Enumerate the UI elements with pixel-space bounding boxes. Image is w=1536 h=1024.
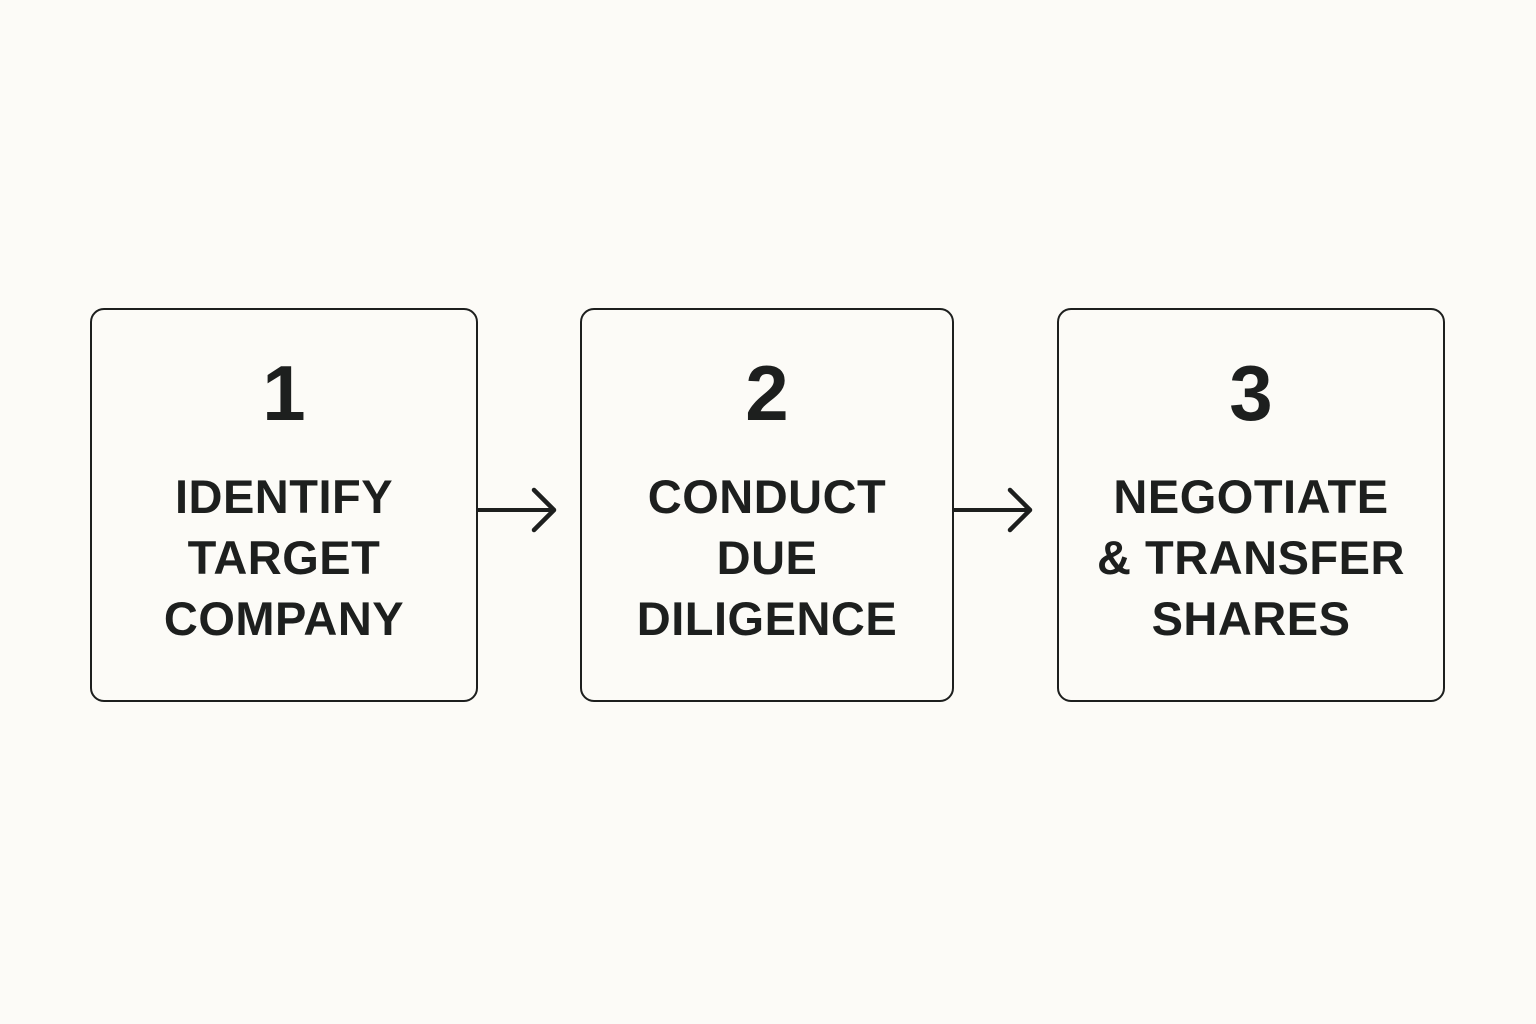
- step-box-conduct-due-diligence: 2 CONDUCT DUE DILIGENCE: [580, 308, 954, 702]
- step-number: 3: [1229, 349, 1273, 437]
- step-label: CONDUCT DUE DILIGENCE: [636, 470, 898, 645]
- step-label: NEGOTIATE & TRANSFER SHARES: [1097, 470, 1405, 645]
- step-label: IDENTIFY TARGET COMPANY: [163, 470, 405, 645]
- step-box-negotiate-transfer-shares: 3 NEGOTIATE & TRANSFER SHARES: [1057, 308, 1445, 702]
- step-number: 1: [262, 349, 306, 437]
- right-arrow-icon: [954, 487, 1033, 533]
- step-number: 2: [745, 349, 789, 437]
- right-arrow-icon: [478, 487, 557, 533]
- step-box-identify-target-company: 1 IDENTIFY TARGET COMPANY: [90, 308, 478, 702]
